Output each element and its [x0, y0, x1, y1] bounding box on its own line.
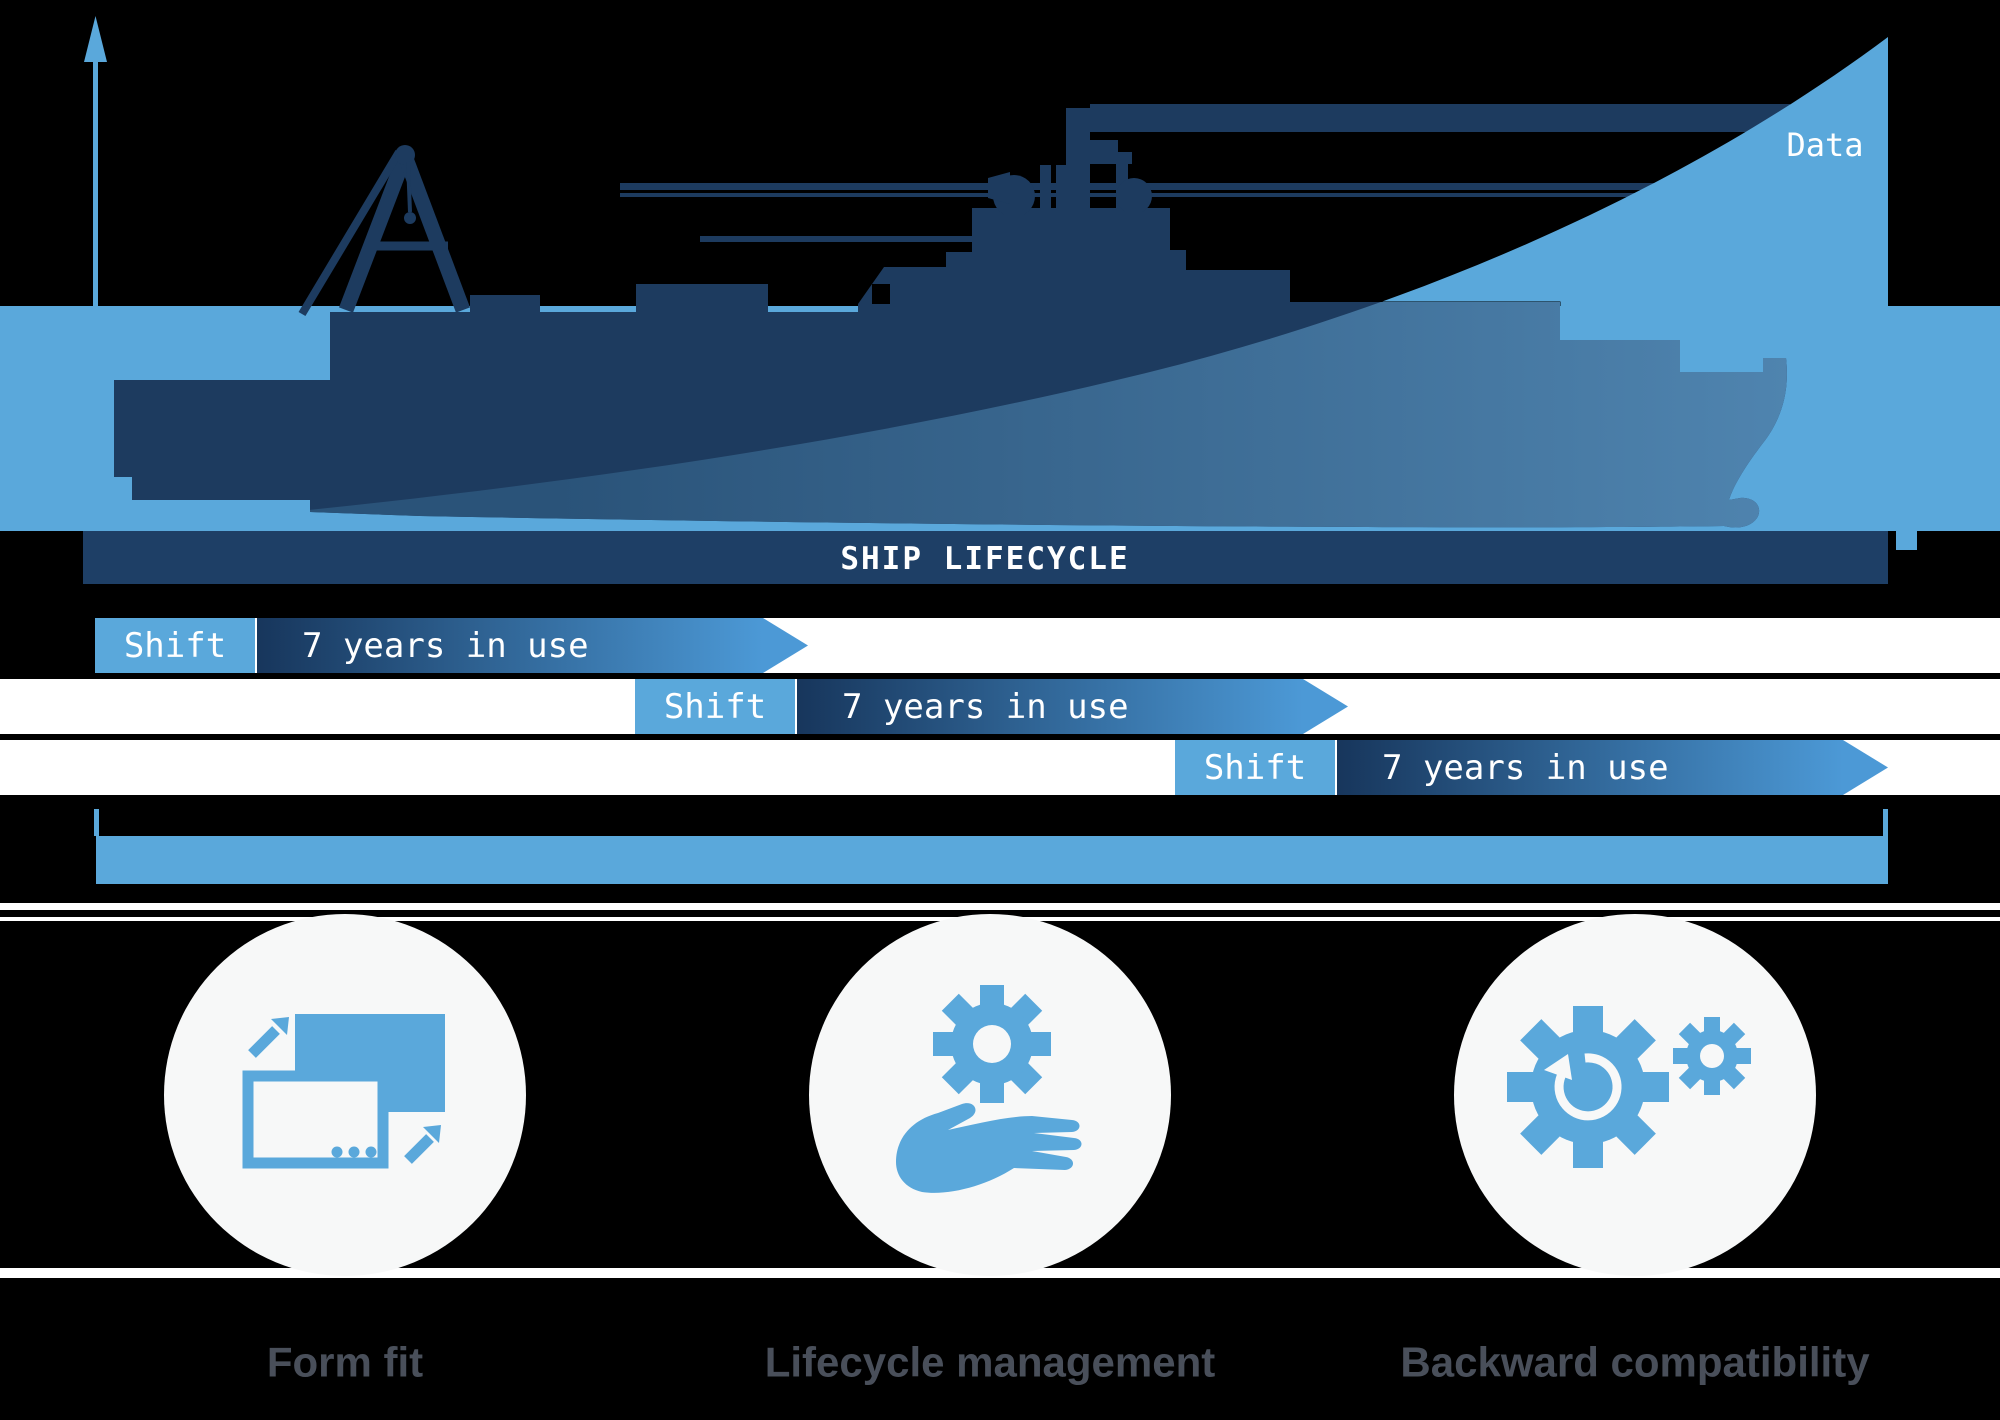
- expand-arrow-shaft: [404, 1134, 434, 1164]
- arrow-tip: [763, 618, 808, 673]
- timeline-span-tick-right: [1883, 809, 1888, 836]
- ship-lifecycle-bar-rect: [83, 531, 1888, 584]
- shift-row-3: Shift 7 years in use: [0, 740, 2000, 795]
- resize-rectangles-icon: [242, 1014, 445, 1169]
- arrow-tip: [1843, 740, 1888, 795]
- shift-badge: [1175, 740, 1335, 795]
- duration-bar: [797, 679, 1303, 734]
- gear-hole: [1700, 1044, 1724, 1068]
- duration-label: 7 years in use: [302, 626, 589, 666]
- outlined-rectangle: [242, 1070, 389, 1169]
- feature-label-backward: Backward compatibility: [1400, 1339, 1870, 1386]
- expand-arrow-head: [271, 1017, 289, 1035]
- data-area-label: Data: [1786, 126, 1863, 164]
- restore-arrow-arc: [1554, 1053, 1622, 1121]
- shift-row-1: Shift 7 years in use: [95, 618, 2000, 673]
- duration-label: 7 years in use: [842, 687, 1129, 727]
- gear-hand-icon: [896, 985, 1082, 1193]
- timeline-span-rect: [96, 836, 1888, 884]
- shift-row-2: Shift 7 years in use: [0, 679, 2000, 734]
- small-gear: [1673, 1017, 1751, 1095]
- expand-arrow-head: [423, 1125, 441, 1143]
- feature-label-lifecycle: Lifecycle management: [765, 1339, 1216, 1386]
- ellipsis-dot: [348, 1146, 360, 1158]
- ship-lifecycle-label: SHIP LIFECYCLE: [840, 541, 1129, 577]
- ellipsis-dot: [331, 1146, 343, 1158]
- y-axis-arrowhead: [84, 16, 107, 62]
- large-gear: [1507, 1006, 1669, 1168]
- ship-lifecycle-bar: SHIP LIFECYCLE: [83, 531, 1888, 584]
- shift-label: Shift: [1204, 748, 1306, 788]
- ellipsis-dot: [365, 1146, 377, 1158]
- shift-badge: [95, 618, 255, 673]
- y-axis-arrow: [84, 16, 107, 308]
- antenna-line: [620, 193, 1820, 197]
- gears-restore-icon: [1507, 1006, 1751, 1168]
- duration-label: 7 years in use: [1382, 748, 1669, 788]
- expand-arrow-shaft: [248, 1026, 280, 1058]
- duration-bar: [1337, 740, 1843, 795]
- timeline-span-bar: [94, 809, 1888, 884]
- band-end-marker: [1896, 529, 1917, 550]
- divider-line: [0, 903, 2000, 910]
- shift-label: Shift: [664, 687, 766, 727]
- gear-hole: [973, 1025, 1011, 1063]
- antenna-lines: [620, 104, 1820, 242]
- arrow-tip: [1303, 679, 1348, 734]
- duration-bar: [257, 618, 763, 673]
- timeline-span-tick-left: [94, 809, 99, 836]
- y-axis-line: [93, 55, 98, 308]
- ship-window-notch: [872, 284, 890, 304]
- antenna-line: [1090, 104, 1790, 132]
- hand: [896, 1103, 1082, 1193]
- antenna-line: [700, 236, 1000, 242]
- antenna-line: [620, 183, 1820, 190]
- shift-label: Shift: [124, 626, 226, 666]
- restore-arrow-head: [1544, 1054, 1572, 1080]
- feature-label-form-fit: Form fit: [267, 1339, 423, 1386]
- gear: [933, 985, 1051, 1103]
- shift-badge: [635, 679, 795, 734]
